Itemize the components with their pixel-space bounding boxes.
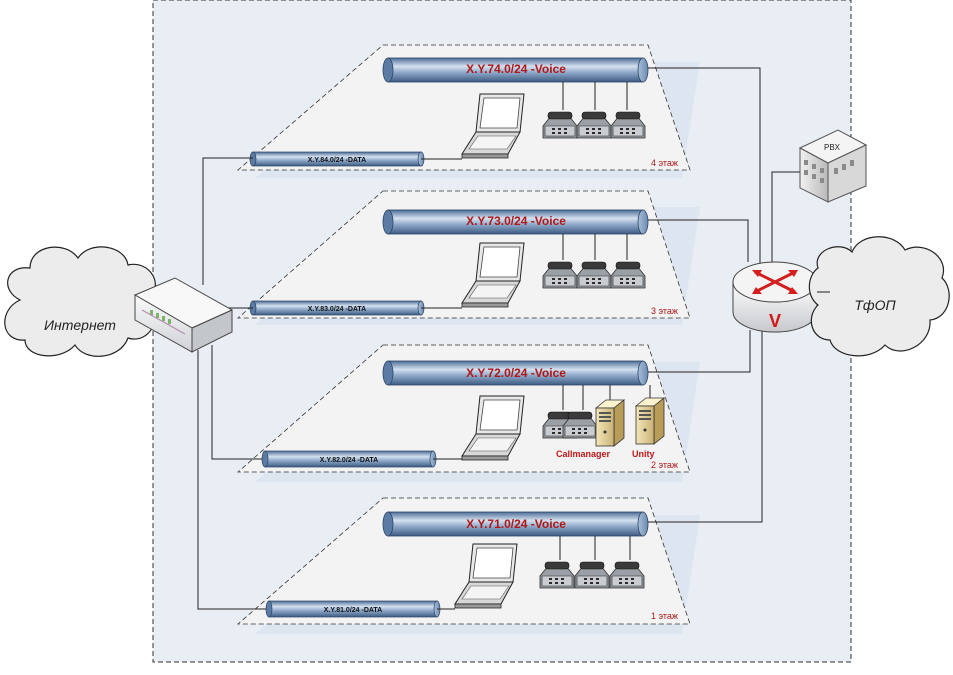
floor-label: 3 этаж [651, 306, 678, 316]
internet-cloud: Интернет [4, 246, 156, 357]
ip-phone-icon [576, 261, 612, 289]
pstn-cloud: ТфОП [808, 236, 950, 357]
internet-label: Интернет [44, 317, 116, 333]
ip-phone-icon [576, 111, 612, 139]
floor-3: X.Y.73.0/24 -Voice X.Y.83.0/24 -DATA 3 э… [236, 190, 700, 325]
floor-label: 1 этаж [651, 611, 678, 621]
floor-label: 2 этаж [651, 460, 678, 470]
ip-phone-icon [542, 111, 578, 139]
server-icon [594, 399, 626, 447]
data-segment-pipe: X.Y.84.0/24 -DATA [249, 151, 425, 167]
floor-2: X.Y.72.0/24 -Voice X.Y.82.0/24 -DATA [236, 344, 700, 482]
data-label: X.Y.81.0/24 -DATA [324, 607, 383, 614]
voice-gateway-router-icon: V [732, 261, 818, 333]
ip-phone-icon [610, 261, 646, 289]
data-label: X.Y.82.0/24 -DATA [320, 457, 379, 464]
floor-1: X.Y.71.0/24 -Voice X.Y.81.0/24 -DATA 1 э… [236, 497, 700, 634]
pbx-label: PBX [824, 143, 841, 152]
pstn-label: ТфОП [854, 297, 896, 313]
pbx-building-icon: PBX [798, 129, 868, 203]
switch-icon [133, 277, 234, 353]
voice-label: X.Y.73.0/24 -Voice [466, 214, 566, 228]
ip-phone-icon [574, 561, 610, 589]
server-icon [634, 397, 666, 445]
voice-segment-pipe: X.Y.71.0/24 -Voice [382, 511, 649, 537]
ip-phone-icon [562, 411, 598, 439]
ip-phone-icon [542, 261, 578, 289]
floor-4: X.Y.74.0/24 -Voice X.Y.84.0/24 -DATA 4 э… [236, 44, 700, 178]
voice-label: X.Y.71.0/24 -Voice [466, 517, 566, 531]
voice-segment-pipe: X.Y.72.0/24 -Voice [382, 360, 649, 386]
ip-phone-icon [539, 561, 575, 589]
data-label: X.Y.84.0/24 -DATA [308, 157, 367, 164]
data-segment-pipe: X.Y.81.0/24 -DATA [265, 600, 441, 618]
data-segment-pipe: X.Y.82.0/24 -DATA [261, 450, 437, 468]
voice-label: X.Y.74.0/24 -Voice [466, 62, 566, 76]
unity-label: Unity [632, 449, 655, 459]
data-label: X.Y.83.0/24 -DATA [308, 306, 367, 313]
callmanager-label: Callmanager [556, 449, 611, 459]
data-trunk-lines [197, 157, 266, 610]
gateway-v-label: V [769, 311, 781, 331]
ip-phone-icon [610, 111, 646, 139]
floor-label: 4 этаж [651, 158, 678, 168]
voice-label: X.Y.72.0/24 -Voice [466, 366, 566, 380]
voice-segment-pipe: X.Y.74.0/24 -Voice [382, 57, 649, 83]
voice-segment-pipe: X.Y.73.0/24 -Voice [382, 209, 649, 235]
data-segment-pipe: X.Y.83.0/24 -DATA [249, 300, 425, 316]
ip-phone-icon [609, 561, 645, 589]
voice-trunk-lines [648, 67, 800, 523]
